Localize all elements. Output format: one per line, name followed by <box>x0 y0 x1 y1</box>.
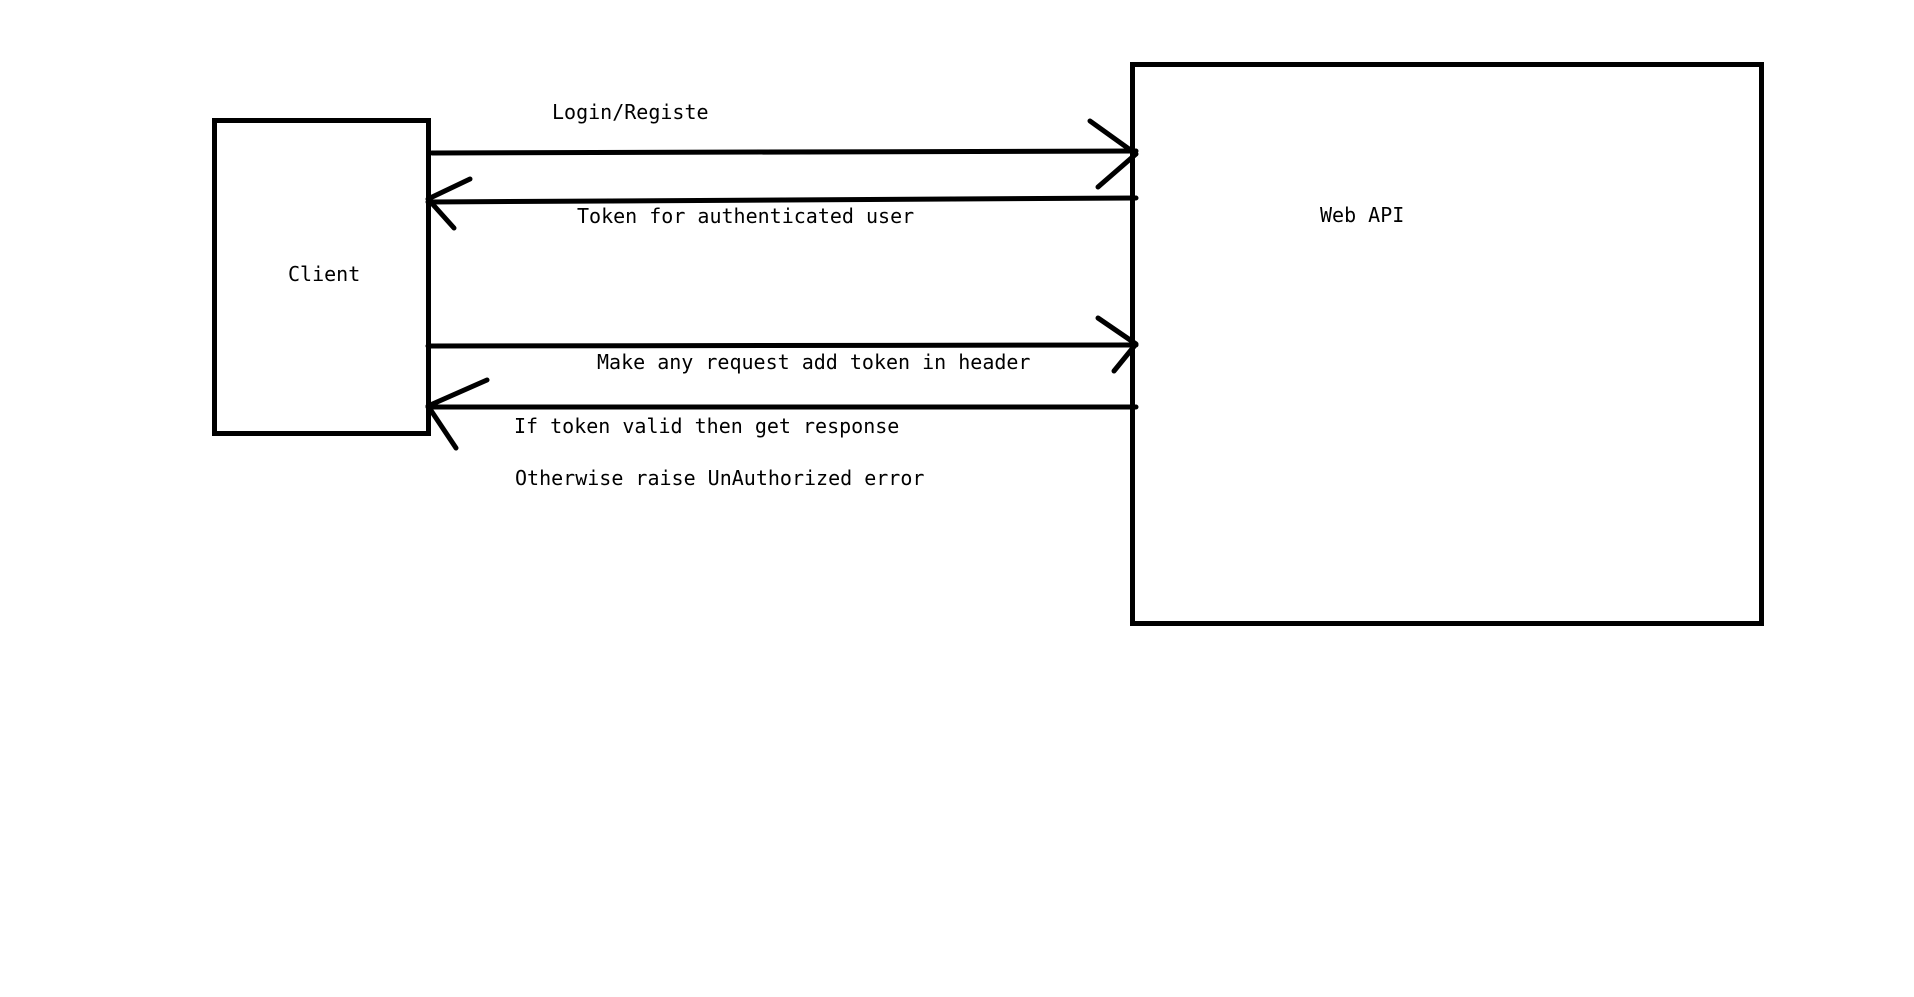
web-api-box <box>1130 62 1764 626</box>
response-message-line2: Otherwise raise UnAuthorized error <box>515 466 925 490</box>
web-api-label: Web API <box>1320 203 1405 227</box>
login-message-label: Login/Registe <box>552 100 709 124</box>
token-arrow-head <box>425 176 473 231</box>
response-message-line1: If token valid then get response <box>514 414 900 438</box>
client-label: Client <box>288 262 361 286</box>
login-arrow-line <box>429 148 1139 156</box>
client-box <box>212 118 431 436</box>
request-arrow-line <box>425 342 1139 349</box>
request-message-label: Make any request add token in header <box>597 350 1031 374</box>
token-message-label: Token for authenticated user <box>577 204 915 228</box>
response-arrow-head <box>425 377 490 451</box>
token-arrow-line <box>425 195 1139 205</box>
